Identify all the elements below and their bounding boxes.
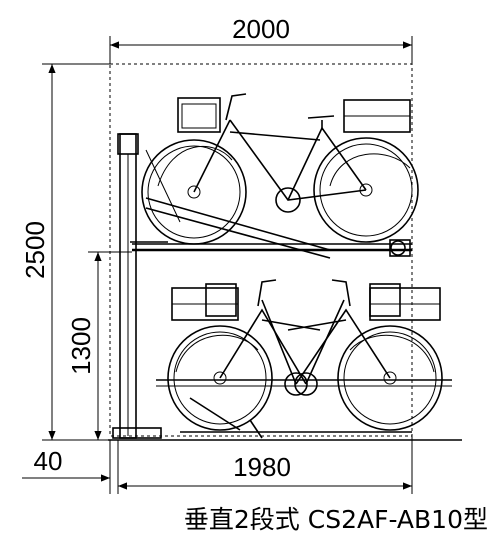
caption: 垂直2段式 CS2AF-AB10型 [184,505,488,534]
dimension-total-height: 2500 [20,63,112,441]
lower-bicycle-left [167,279,345,431]
lower-bicycle-right [261,279,443,431]
support-post [112,133,168,439]
dimension-label-top-width: 2000 [232,14,290,44]
dimension-label-bottom-width: 1980 [233,452,291,482]
dimension-bottom-width: 1980 [118,436,413,494]
dimension-label-lower-height: 1300 [66,317,96,375]
upper-bicycle [141,93,419,245]
dimension-lower-height: 1300 [66,251,132,440]
dimension-label-base-offset: 40 [34,446,63,476]
dimension-top-width: 2000 [109,14,413,64]
dimension-base-offset: 40 [22,440,119,494]
upper-tray [132,149,412,259]
dimension-label-total-height: 2500 [20,221,50,279]
lower-tray [156,379,452,439]
